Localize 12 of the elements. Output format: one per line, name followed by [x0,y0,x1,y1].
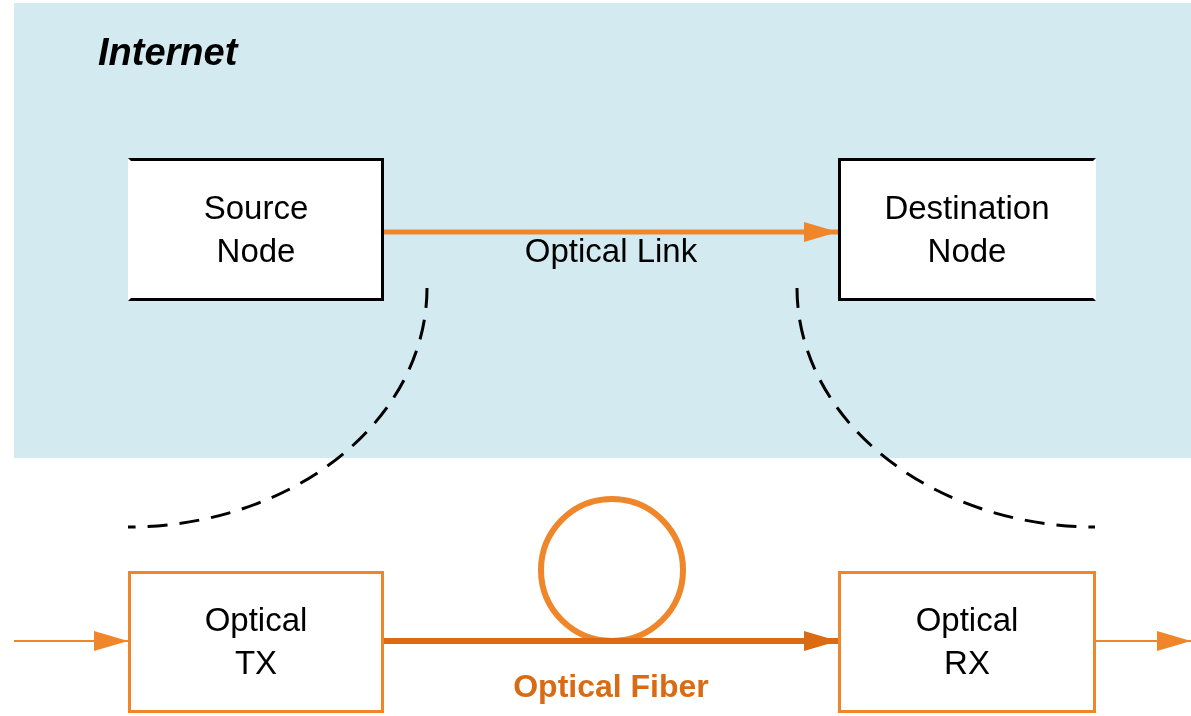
arrow [384,631,838,651]
process-box: Optical RX [838,571,1096,713]
arrow [1095,631,1191,651]
network-region [14,3,1191,458]
arrow [384,222,838,242]
process-box: Destination Node [838,158,1096,301]
process-box: Optical TX [128,571,384,713]
edge-label: Optical Link [524,232,698,270]
region-title: Internet [98,31,238,74]
process-box: Source Node [128,158,384,301]
arrow [13,631,129,651]
edge-label: Optical Fiber [513,668,709,705]
